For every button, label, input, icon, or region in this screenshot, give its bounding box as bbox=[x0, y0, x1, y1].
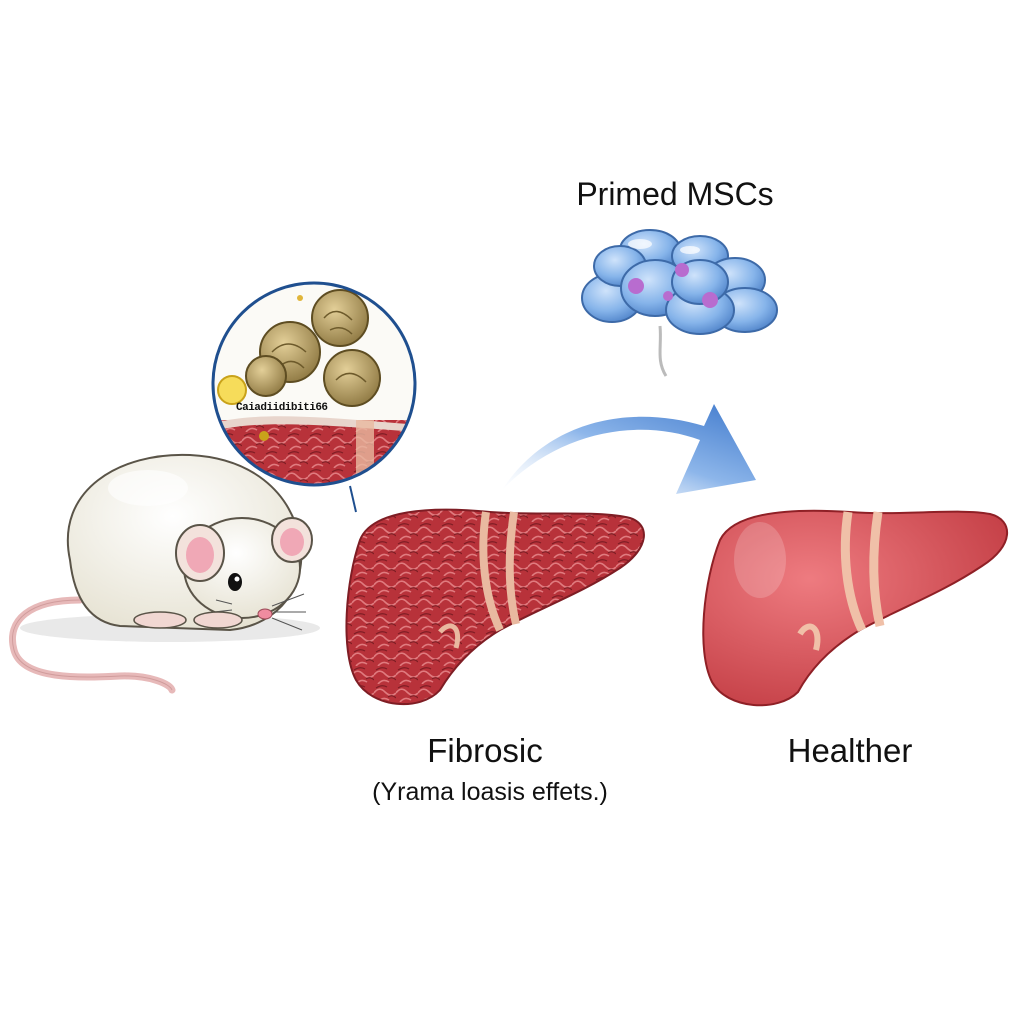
fibrotic-title: Fibrosic bbox=[427, 732, 543, 769]
micro-caption: Caiadiidibiti66 bbox=[236, 402, 328, 414]
msc-title: Primed MSCs bbox=[576, 176, 774, 212]
msc-cluster-icon bbox=[581, 229, 778, 377]
fibrotic-liver-icon bbox=[345, 508, 645, 706]
rat-icon bbox=[9, 453, 320, 694]
fibrotic-subtitle: (Yrama loasis effets.) bbox=[372, 778, 608, 806]
healthy-liver-icon bbox=[702, 509, 1008, 707]
transition-arrow-icon bbox=[502, 404, 756, 494]
microscope-inset-icon bbox=[211, 281, 417, 513]
healthier-title: Healther bbox=[787, 732, 913, 769]
